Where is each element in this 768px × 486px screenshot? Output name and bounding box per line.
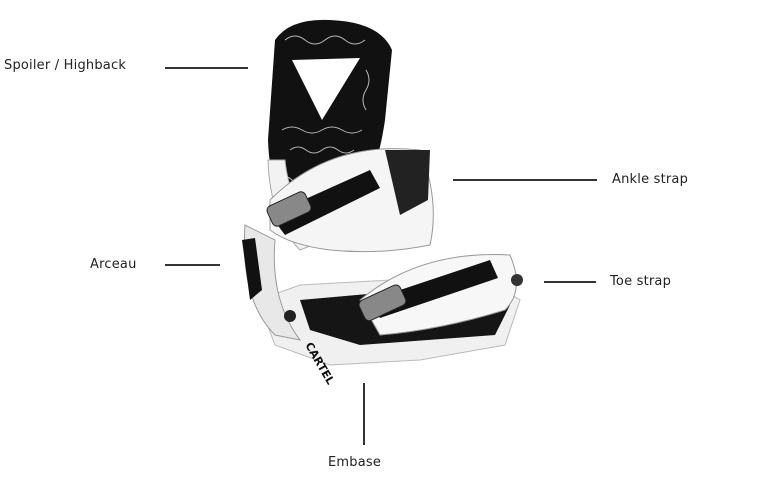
highback-graffiti: [279, 35, 370, 184]
heel-screw: [284, 310, 296, 322]
leader-line-arceau: [165, 264, 220, 266]
leader-line-toe-strap: [544, 281, 596, 283]
ankle-strap-ladder: [270, 170, 380, 235]
highback-cutout: [292, 58, 360, 120]
leader-line-embase: [363, 383, 365, 445]
ankle-buckle: [266, 191, 312, 227]
heelcup-graphic: [242, 238, 262, 300]
label-highback: Spoiler / Highback: [4, 58, 127, 73]
label-toe-strap: Toe strap: [610, 274, 672, 289]
label-embase: Embase: [328, 455, 382, 470]
label-arceau: Arceau: [90, 257, 137, 272]
label-ankle-strap: Ankle strap: [612, 172, 689, 187]
leader-line-highback: [165, 67, 248, 69]
ankle-strap-graphic: [385, 150, 430, 215]
toe-ratchet: [511, 274, 523, 286]
toe-buckle: [358, 284, 407, 322]
leader-line-ankle-strap: [453, 179, 597, 181]
